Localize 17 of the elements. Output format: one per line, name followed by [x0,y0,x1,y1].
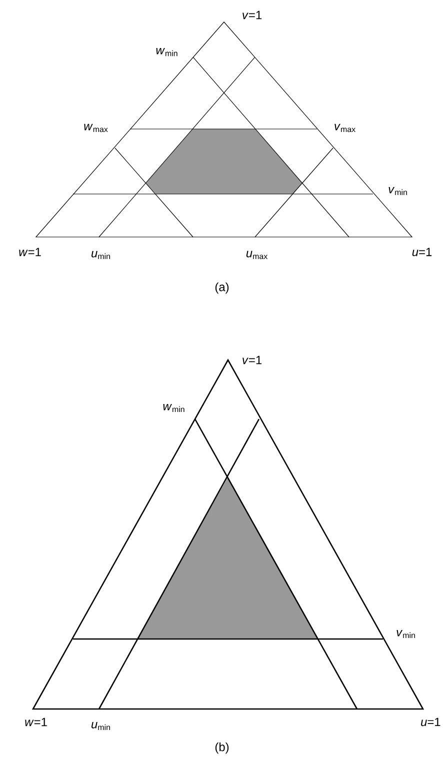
vertex-label: u=1 [421,718,440,726]
axis-label: v$_{min}$ [388,186,407,196]
axis-label: u$_{min}$ [92,722,110,730]
axis-label: v$_{max}$ [334,124,356,132]
axis-label: v$_{min}$ [396,630,415,638]
axis-label: w$_{min}$ [156,48,178,56]
axis-label: u$_{max}$ [246,250,268,260]
axis-label: w$_{min}$ [163,404,184,412]
vertex-label: w=1 [19,248,41,256]
vertex-label: v=1 [242,10,262,20]
panel-label: (b) [215,742,229,754]
vertex-label: w=1 [25,718,47,726]
vertex-label: v=1 [242,356,262,364]
axis-label: u$_{min}$ [92,250,110,260]
vertex-label: u=1 [412,248,432,256]
panel-label: (a) [215,282,229,294]
axis-label: w$_{max}$ [84,124,108,132]
